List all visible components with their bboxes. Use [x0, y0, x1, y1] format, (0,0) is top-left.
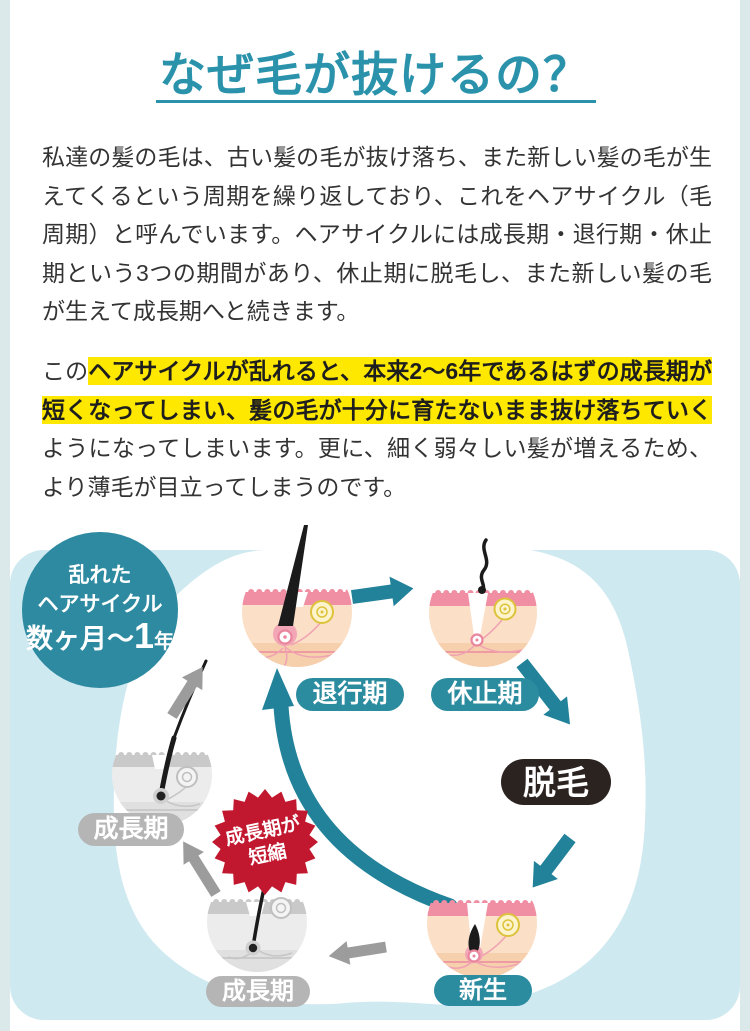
cycle-badge-duration: 数ヶ月～1年 [26, 615, 174, 656]
cycle-background-blob [113, 550, 646, 1005]
duration-number: 1 [134, 615, 154, 656]
label-growth-bottom: 成長期 [206, 976, 310, 1007]
cycle-arc-arrowhead [262, 668, 294, 710]
cycle-badge-line1: 乱れた [69, 564, 132, 587]
title-underline [156, 100, 596, 103]
label-regression: 退行期 [296, 678, 404, 711]
arrow-growth-to-growth [183, 841, 221, 897]
arrow-growth-to-regression [167, 666, 203, 719]
page-title: なぜ毛が抜けるの？ [159, 48, 591, 101]
duration-unit: 年 [154, 629, 174, 653]
hair-new [468, 924, 480, 956]
svg-text:退行期: 退行期 [312, 680, 387, 708]
arrow-new-to-growth [328, 941, 387, 965]
label-shedding: 脱毛 [501, 759, 611, 805]
arrow-shedding-to-new [532, 833, 576, 888]
label-new-growth: 新生 [434, 975, 532, 1006]
hair-cycle-diagram: 乱れた ヘアサイクル 数ヶ月～1年 退行期 休止期 脱毛 成長期 成長期 新生 [10, 525, 740, 1020]
highlighted-text: ヘアサイクルが乱れると、本来2～6年であるはずの成長期が短くなってしまい、髪の毛… [42, 357, 712, 424]
explanation-suffix: ようになってしまいます。更に、細く弱々しい髪が増えるため、より薄毛が目立ってしま… [42, 435, 712, 500]
cycle-badge-line2: ヘアサイクル [38, 593, 163, 616]
svg-text:成長期: 成長期 [222, 978, 294, 1005]
label-resting: 休止期 [431, 678, 539, 711]
svg-text:脱毛: 脱毛 [523, 764, 589, 801]
intro-paragraph: 私達の髪の毛は、古い髪の毛が抜け落ち、また新しい髪の毛が生えてくるという周期を繰… [42, 144, 712, 324]
sebaceous-gland-gray [270, 897, 292, 919]
explanation-prefix: この [42, 358, 89, 384]
arrow-regression-to-resting [351, 576, 414, 607]
label-growth-top: 成長期 [78, 813, 184, 846]
explanation-paragraph: このヘアサイクルが乱れると、本来2～6年であるはずの成長期が短くなってしまい、髪… [42, 352, 712, 506]
cycle-arc-arrow [273, 698, 458, 914]
duration-main: 数ヶ月～ [26, 624, 134, 654]
hair-detached [479, 538, 489, 593]
svg-text:新生: 新生 [459, 976, 507, 1004]
disordered-cycle-badge [22, 532, 178, 688]
sebaceous-gland-gray [176, 766, 198, 788]
hair-regression [278, 525, 308, 626]
shortened-growth-badge: 成長期が 短縮 [212, 789, 318, 895]
arrow-resting-to-shedding [516, 658, 571, 725]
svg-text:休止期: 休止期 [446, 680, 522, 708]
svg-text:成長期: 成長期 [93, 815, 168, 843]
